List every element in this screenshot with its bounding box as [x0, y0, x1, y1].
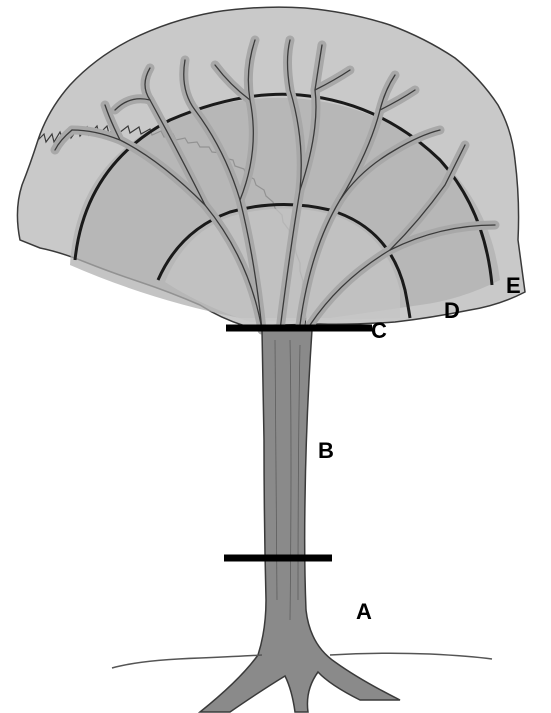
- label-d: D: [444, 298, 460, 323]
- tree-trunk: [200, 330, 400, 712]
- label-e: E: [506, 273, 521, 298]
- label-c: C: [371, 318, 387, 343]
- label-a: A: [356, 599, 372, 624]
- label-b: B: [318, 438, 334, 463]
